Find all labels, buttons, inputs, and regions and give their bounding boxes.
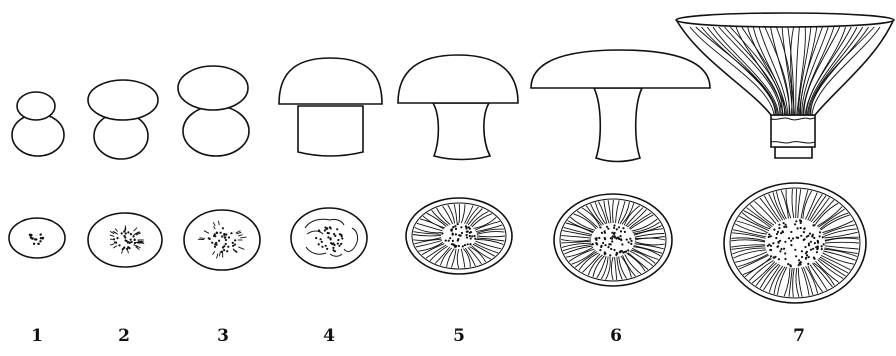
section-stage-1 [9, 218, 65, 258]
section-stage-2 [88, 213, 162, 267]
side-view-stage-3 [178, 66, 249, 156]
stage-label-4: 4 [309, 326, 349, 346]
section-stage-7 [724, 183, 866, 303]
side-view-stage-2 [88, 80, 158, 159]
stage-label-7: 7 [779, 326, 819, 346]
stage-label-3: 3 [203, 326, 243, 346]
section-stage-5 [406, 198, 512, 274]
section-stage-6 [554, 194, 672, 286]
side-view-stage-5 [398, 55, 518, 160]
side-view-stage-4 [279, 58, 382, 156]
stage-label-2: 2 [104, 326, 144, 346]
stage-label-6: 6 [596, 326, 636, 346]
section-stage-3 [184, 210, 260, 270]
stage-label-5: 5 [439, 326, 479, 346]
section-stage-4 [291, 208, 367, 268]
stage-label-1: 1 [17, 326, 57, 346]
side-view-stage-6 [531, 50, 710, 162]
side-view-stage-1 [12, 92, 64, 156]
